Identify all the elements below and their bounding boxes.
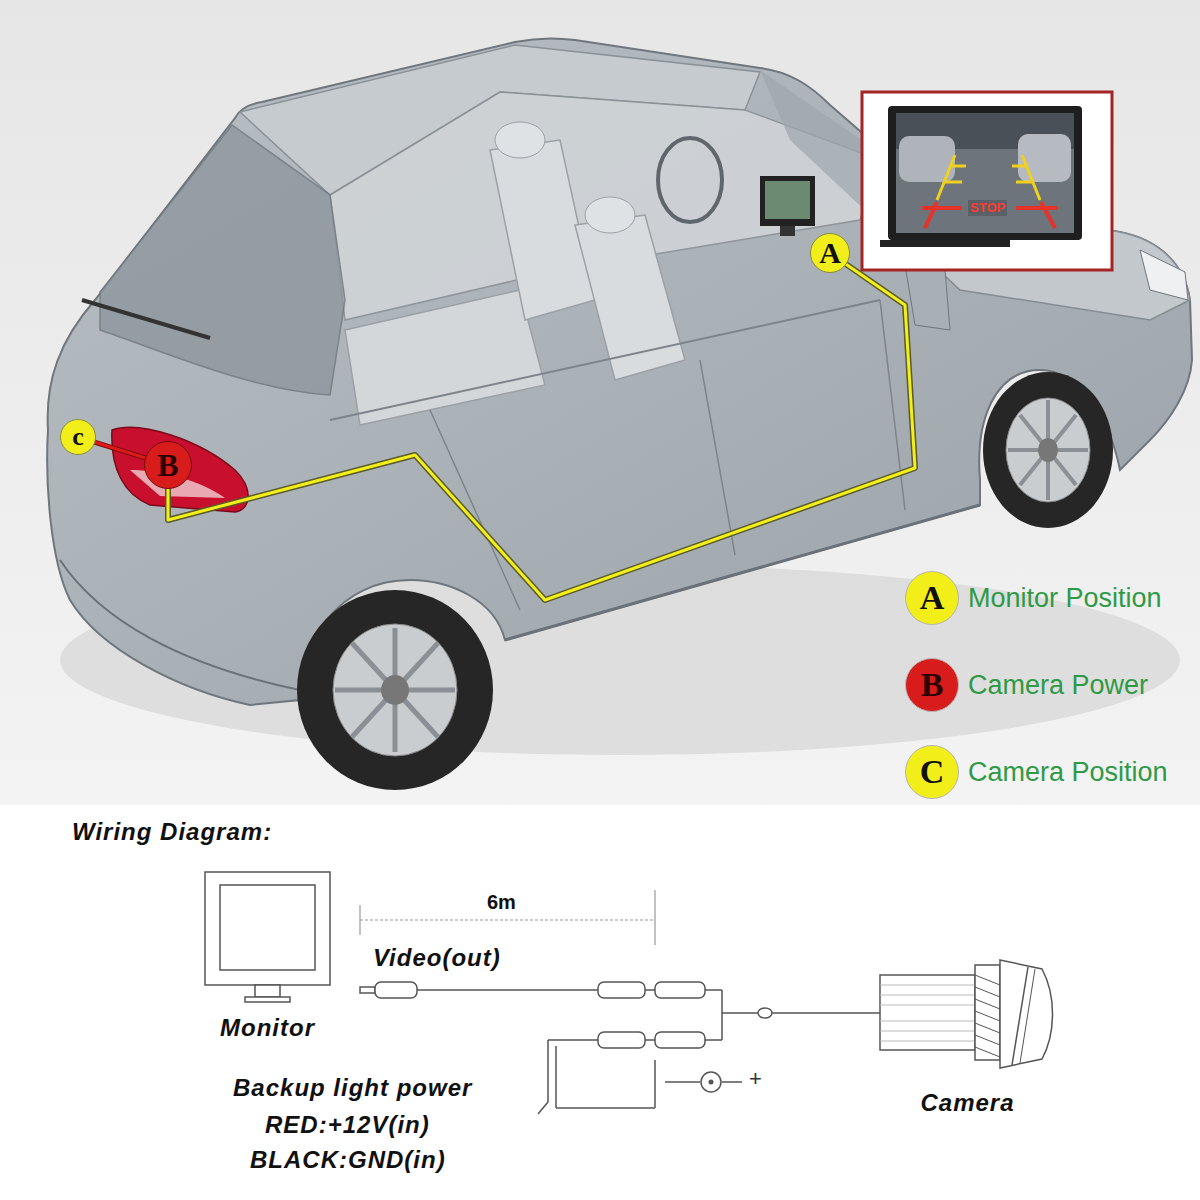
door-line	[700, 360, 735, 555]
legend-text: Monitor Position	[968, 582, 1162, 614]
inset-screen	[896, 113, 1074, 233]
wire-stroke	[168, 264, 915, 600]
rca-connectors	[598, 982, 705, 1048]
rear-spokes	[335, 628, 455, 752]
belt-line	[330, 300, 880, 420]
dimension-label: 6m	[487, 890, 516, 914]
tail-light	[112, 427, 248, 512]
figure-art	[865, 955, 1070, 1073]
wire-color-label: BLACK:GND(in)	[250, 1146, 446, 1175]
rear-seat	[345, 290, 545, 425]
side-mirror	[905, 265, 950, 330]
bumper-line	[60, 560, 300, 690]
figure-art	[195, 868, 340, 1008]
inset-car	[1018, 134, 1071, 182]
wire-stroke	[168, 264, 915, 600]
inset-stand	[880, 240, 1010, 247]
signal-name: Video(out)	[373, 944, 501, 973]
headrest	[495, 122, 545, 158]
camera-drawing	[870, 955, 1065, 1073]
legend-letter: A	[920, 579, 945, 617]
legend-letter: B	[921, 666, 944, 704]
wire-route	[95, 442, 145, 458]
dimension-line	[360, 890, 655, 945]
callout-letter: B	[157, 449, 178, 481]
cable	[417, 990, 880, 1114]
steering-wheel	[658, 138, 722, 222]
front-tyre	[983, 372, 1113, 528]
callout-letter: c	[72, 424, 84, 450]
legend-swatch: B	[905, 658, 959, 712]
rear-wiper	[82, 300, 210, 338]
power-jack-symbol	[701, 1072, 721, 1092]
legend-swatch: A	[905, 571, 959, 625]
guide-lines	[937, 155, 1040, 200]
screen-warning: STOP	[968, 200, 1007, 216]
rear-window	[100, 125, 345, 395]
camera-unit: Camera	[865, 955, 1070, 1117]
sill-line	[505, 505, 980, 640]
door-line	[430, 410, 520, 610]
figure-label: Monitor	[195, 1014, 340, 1042]
rear-hub	[381, 675, 409, 705]
inset-frame	[862, 92, 1112, 270]
section-title: Wiring Diagram:	[72, 818, 272, 847]
signal-name: Backup light power	[233, 1074, 472, 1103]
callout-circle: B	[144, 441, 192, 489]
figure-label: Camera	[865, 1089, 1070, 1117]
dash-monitor	[760, 176, 815, 226]
dash-monitor-stand	[780, 226, 795, 236]
wire-color-label: RED:+12V(in)	[265, 1111, 430, 1140]
front-hub	[1038, 438, 1058, 462]
front-rim	[1006, 398, 1090, 502]
dash-monitor-screen	[765, 181, 810, 219]
car-body	[47, 38, 1192, 705]
headrest	[585, 197, 635, 233]
power-jack-pin	[709, 1080, 714, 1085]
cable-bead	[758, 1008, 772, 1018]
front-spokes	[1008, 400, 1088, 500]
rear-tyre	[297, 590, 493, 790]
wire-route	[168, 264, 915, 600]
legend-swatch: C	[905, 745, 959, 799]
legend-text: Camera Power	[968, 669, 1148, 701]
wire-stroke	[95, 442, 145, 458]
callout-letter: A	[819, 238, 841, 268]
legend-text: Camera Position	[968, 756, 1168, 788]
monitor-drawing	[200, 868, 335, 1008]
monitor-unit: Monitor	[195, 868, 340, 1042]
callout-circle: A	[810, 233, 850, 273]
rear-rim	[333, 624, 457, 756]
wire-stroke	[95, 442, 145, 458]
video-plug	[360, 982, 417, 998]
callout-circle: c	[60, 419, 96, 455]
background-panel	[0, 0, 1200, 805]
inset-monitor	[888, 106, 1082, 240]
polarity-sign: +	[749, 1066, 762, 1092]
headlight	[1140, 250, 1188, 300]
legend-letter: C	[920, 753, 945, 791]
